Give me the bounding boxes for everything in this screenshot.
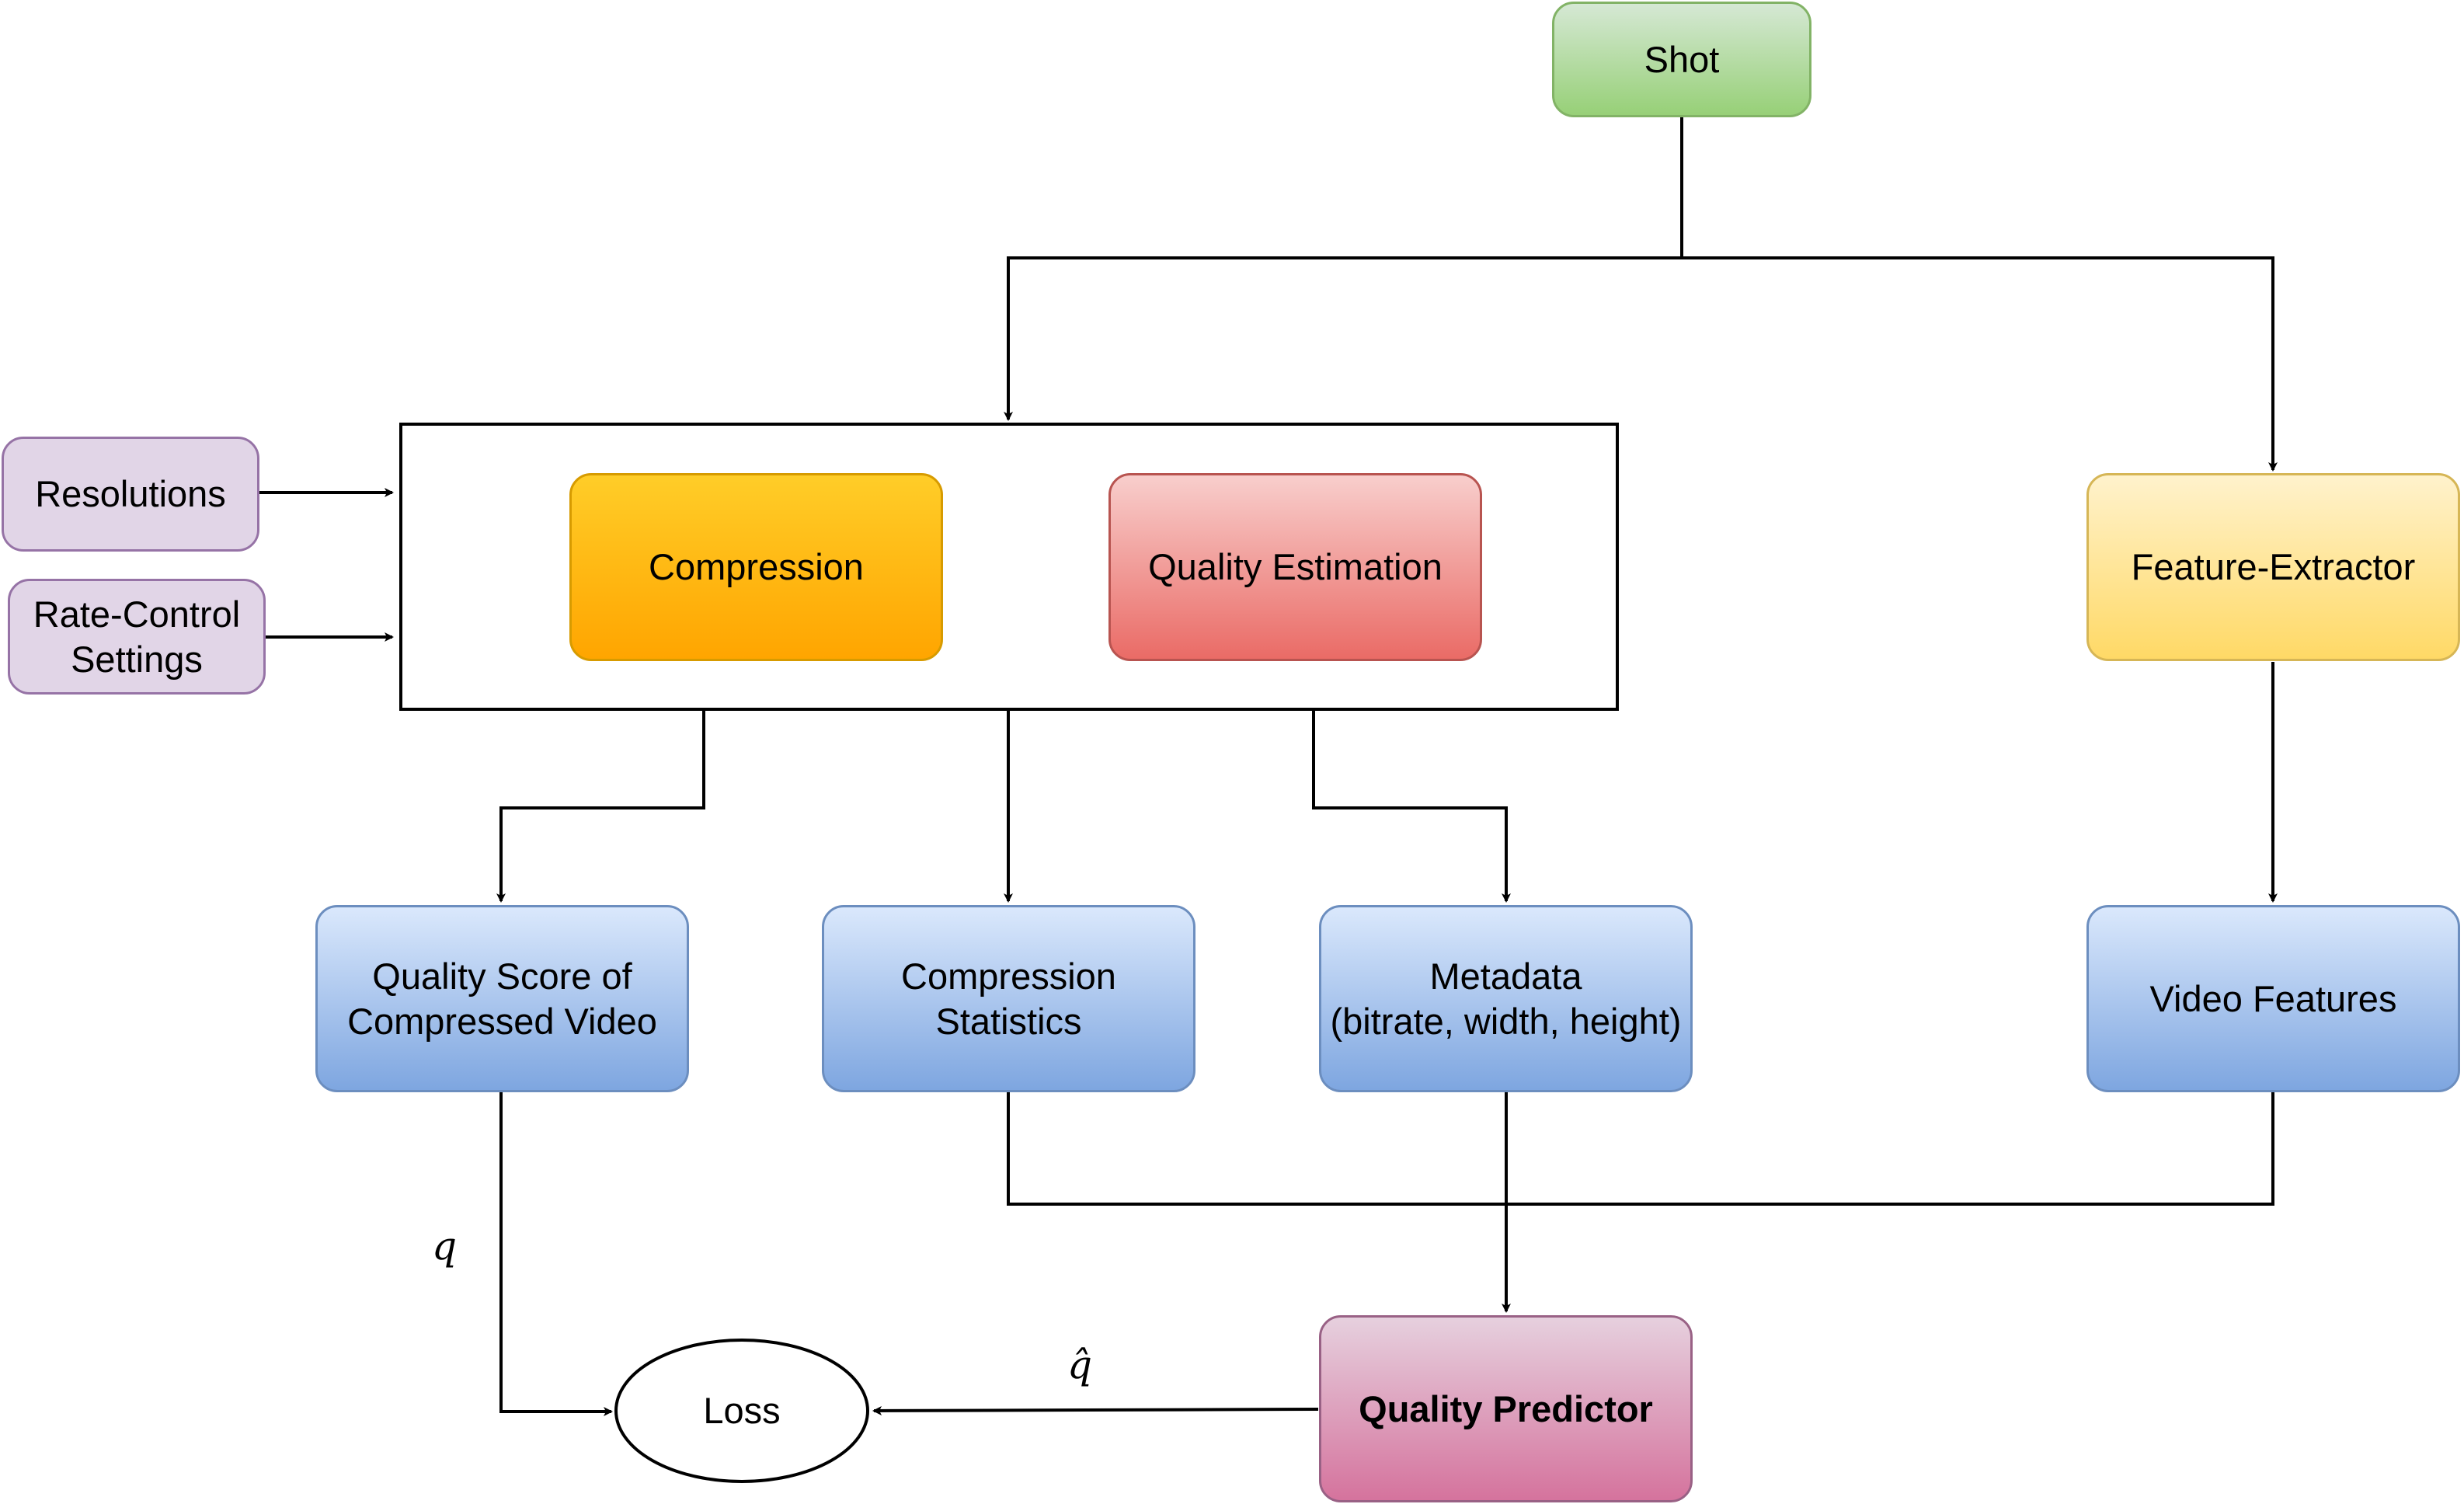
loss-label: Loss: [703, 1390, 781, 1431]
edge-stats-and-features-to-predictor: [1007, 1091, 2274, 1206]
edge-quality-score-to-loss: [499, 1091, 613, 1416]
compression-statistics-label: Compression Statistics: [901, 955, 1116, 1042]
compression-node: Compression: [569, 473, 943, 661]
metadata-label: Metadata (bitrate, width, height): [1330, 955, 1682, 1042]
quality-estimation-node: Quality Estimation: [1108, 473, 1482, 661]
quality-predictor-label: Quality Predictor: [1359, 1387, 1653, 1429]
shot-node: Shot: [1552, 2, 1811, 117]
resolutions-label: Resolutions: [35, 473, 226, 514]
edge-shot-to-feature-extractor: [1682, 256, 2278, 472]
loss-node: Loss: [616, 1340, 868, 1481]
video-features-node: Video Features: [2086, 905, 2460, 1092]
edge-shot-to-process: [1004, 117, 1683, 421]
rate-control-label: Rate-Control Settings: [33, 593, 241, 680]
metadata-node: Metadata (bitrate, width, height): [1319, 905, 1693, 1092]
rate-control-node: Rate-Control Settings: [8, 579, 266, 695]
edge-process-to-quality-score: [496, 711, 705, 903]
edge-quality-predictor-to-loss: [872, 1405, 1319, 1415]
feature-extractor-node: Feature-Extractor: [2086, 473, 2460, 661]
processing-block: [399, 423, 1619, 711]
feature-extractor-label: Feature-Extractor: [2131, 546, 2416, 587]
resolutions-node: Resolutions: [2, 437, 259, 552]
quality-predictor-node: Quality Predictor: [1319, 1315, 1693, 1502]
loss-ellipse: [614, 1339, 869, 1483]
compression-statistics-node: Compression Statistics: [822, 905, 1195, 1092]
quality-score-node: Quality Score of Compressed Video: [315, 905, 689, 1092]
q-label: q: [432, 1224, 458, 1269]
compression-label: Compression: [649, 546, 864, 587]
shot-label: Shot: [1644, 38, 1720, 80]
quality-estimation-label: Quality Estimation: [1148, 546, 1443, 587]
edge-process-to-metadata: [1312, 711, 1511, 903]
video-features-label: Video Features: [2149, 977, 2397, 1019]
quality-score-label: Quality Score of Compressed Video: [347, 955, 657, 1042]
q-hat-label: q̂: [1067, 1342, 1093, 1387]
